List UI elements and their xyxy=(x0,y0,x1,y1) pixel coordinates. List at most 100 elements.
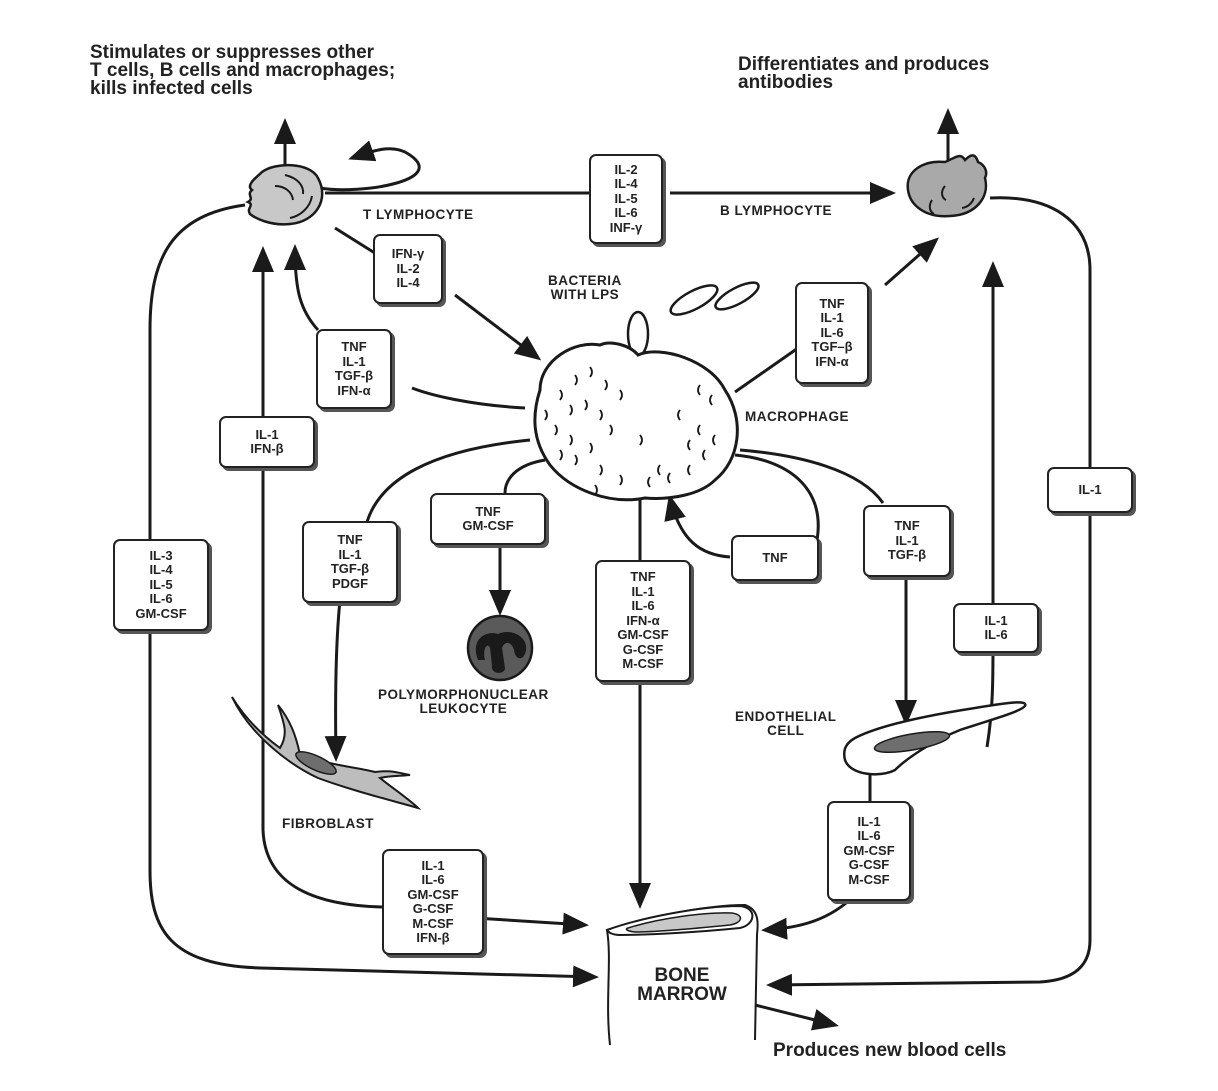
line-macrophage-to-endothelial-box xyxy=(739,448,885,504)
cytokine-item: IL-1 xyxy=(1078,481,1102,497)
fibroblast-label: FIBROBLAST xyxy=(282,816,374,831)
macrophage-label: MACROPHAGE xyxy=(745,409,850,424)
cytokine-item: IFN-α xyxy=(337,382,371,398)
bacteria-label: BACTERIA WITH LPS xyxy=(548,273,622,302)
pmn-leukocyte-icon xyxy=(466,614,534,682)
line-macrophage-autocrine xyxy=(734,453,820,551)
bone-marrow-icon xyxy=(605,903,759,1046)
cytokine-item: IL-6 xyxy=(631,598,655,614)
cytokine-item: TNF xyxy=(475,503,501,519)
macrophage-surface-curl xyxy=(544,409,548,421)
cytokine-item: TNF xyxy=(894,518,920,534)
arrow-t-to-marrow xyxy=(148,203,599,988)
cytokine-item: IL-2 xyxy=(396,260,420,276)
cytokine-item: IL-5 xyxy=(149,576,173,592)
cytokine-item: TGF-β xyxy=(887,547,927,563)
endothelial-cell-icon xyxy=(843,701,1027,776)
arrow-endothelial-box-to-marrow xyxy=(761,893,857,940)
arrow-b-box-to-b xyxy=(884,237,939,287)
line-macrophage-to-b-box xyxy=(734,346,799,394)
arrow-box-to-fibroblast xyxy=(324,599,347,762)
macrophage-surface-curl xyxy=(599,464,603,476)
cytokine-item: TGF-β xyxy=(334,368,374,383)
macrophage-surface-curl xyxy=(554,424,558,436)
cytokine-item: G-CSF xyxy=(412,901,454,916)
macrophage-surface-curl xyxy=(609,424,613,436)
macrophage-surface-curl xyxy=(589,442,593,454)
cytokine-item: TNF xyxy=(630,569,656,585)
t-lymphocyte-icon xyxy=(245,163,324,226)
cytokine-item: IL-5 xyxy=(614,190,638,206)
line-macrophage-to-tnf-box xyxy=(411,386,526,410)
cytokine-item: G-CSF xyxy=(622,641,664,657)
arrow-marrow-output xyxy=(754,1003,839,1031)
arrow-tnf-box-to-t xyxy=(284,244,320,332)
cytokine-item: TNF xyxy=(819,295,845,311)
arrow-t-autocrine xyxy=(319,140,421,192)
cytokine-item: IL-1 xyxy=(857,813,881,829)
macrophage-surface-curl xyxy=(559,449,563,461)
cytokine-item: IL-1 xyxy=(342,353,366,369)
cytokine-item: M-CSF xyxy=(848,871,890,887)
cytokine-item: GM-CSF xyxy=(407,886,459,902)
cytokine-item: IL-1 xyxy=(895,532,919,548)
cytokine-item: IL-4 xyxy=(149,562,173,578)
line-fibroblast-to-marrow-box xyxy=(261,710,383,909)
macrophage-surface-curl xyxy=(619,474,623,486)
cytokine-item: IL-1 xyxy=(338,546,362,562)
macrophage-surface-curl xyxy=(599,409,603,421)
cytokine-item: IL-4 xyxy=(396,275,420,291)
cytokine-item: IL-1 xyxy=(255,426,279,442)
b-lymphocyte-icon xyxy=(906,154,988,218)
macrophage-surface-curl xyxy=(687,464,691,476)
macrophage-surface-curl xyxy=(604,379,608,391)
cytokine-item: IFN-α xyxy=(815,353,849,369)
cytokine-item: GM-CSF xyxy=(843,842,895,858)
cytokine-item: INF-γ xyxy=(609,219,643,235)
arrow-ifn-box-to-macrophage xyxy=(454,293,542,361)
arrow-b-to-marrow xyxy=(766,196,1092,996)
cytokine-item: TGF-β xyxy=(330,561,370,576)
cytokine-item: TNF xyxy=(762,549,788,565)
cytokine-item: M-CSF xyxy=(622,656,664,672)
macrophage-surface-curl xyxy=(702,449,706,461)
line-t-to-ifn-box xyxy=(334,226,379,257)
cytokine-box-b-to-marrow: IL-1 xyxy=(1047,467,1133,513)
cytokine-box-macrophage-autocrine: TNF xyxy=(731,535,819,581)
arrow-marrow-box-to-marrow xyxy=(474,912,589,935)
macrophage-surface-curl xyxy=(639,434,643,446)
macrophage-surface-curl xyxy=(569,404,573,416)
macrophage-surface-curl xyxy=(584,399,588,411)
endothelial-label: ENDOTHELIAL CELL xyxy=(735,709,837,738)
cytokine-item: G-CSF xyxy=(848,857,890,873)
cytokine-item: IL-1 xyxy=(984,612,1008,628)
macrophage-surface-curl xyxy=(677,409,681,421)
macrophage-surface-curl xyxy=(667,472,671,484)
macrophage-surface-curl xyxy=(569,434,573,446)
cytokine-item: TGF–β xyxy=(811,339,853,355)
t-lymphocyte-label: T LYMPHOCYTE xyxy=(363,207,474,222)
cytokine-item: IL-6 xyxy=(421,872,445,887)
bone-marrow-label: BONE MARROW xyxy=(637,965,727,1005)
cytokine-item: TNF xyxy=(341,339,367,354)
b-lymphocyte-label: B LYMPHOCYTE xyxy=(720,203,833,218)
macrophage-icon xyxy=(533,341,739,502)
macrophage-surface-curl xyxy=(619,389,623,401)
macrophage-surface-curl xyxy=(657,464,661,476)
cytokine-item: M-CSF xyxy=(412,915,454,931)
macrophage-surface-curl xyxy=(589,366,593,378)
cytokine-item: TNF xyxy=(337,532,363,547)
cytokine-item: IL-4 xyxy=(614,176,638,192)
cytokine-item: IL-6 xyxy=(984,627,1008,642)
cytokine-item: GM-CSF xyxy=(135,605,187,621)
